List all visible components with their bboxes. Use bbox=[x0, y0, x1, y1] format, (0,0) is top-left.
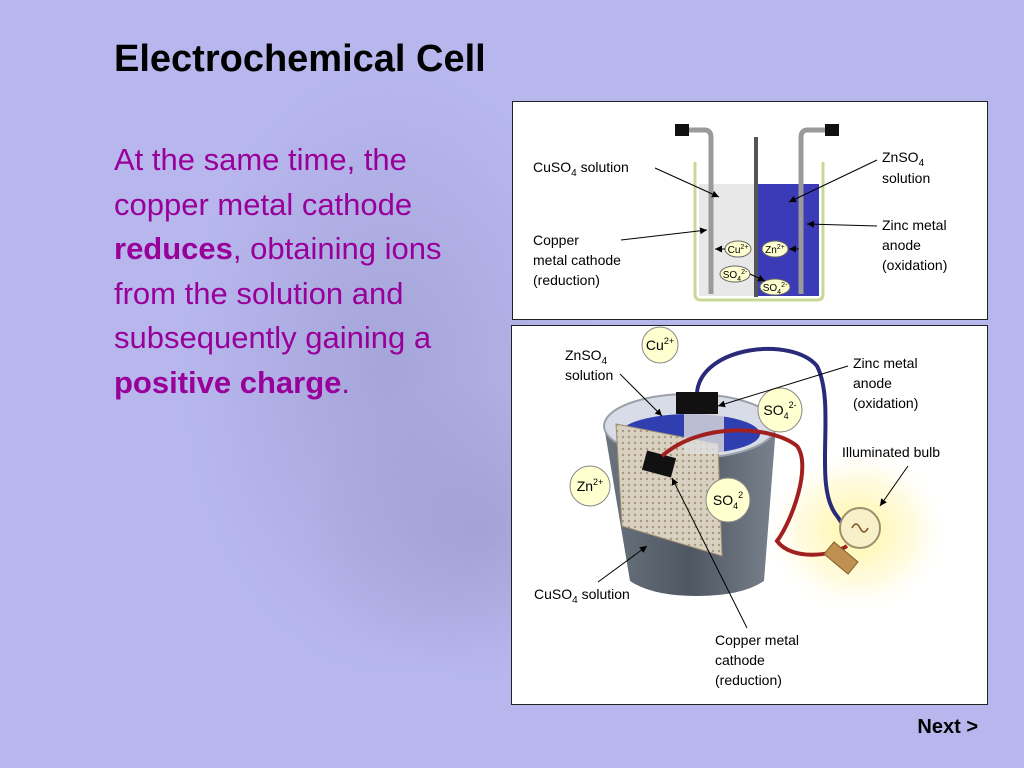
ion-so4-circle bbox=[759, 278, 791, 296]
pointer-line bbox=[654, 167, 720, 198]
ion-so4-label: SO42- bbox=[763, 400, 796, 421]
ion-arrow bbox=[749, 273, 766, 282]
label-zinc-anode: Zinc metal anode (oxidation) bbox=[882, 217, 950, 273]
ion-zn-circle bbox=[761, 240, 789, 258]
label-cuso4-solution: CuSO4 solution bbox=[533, 159, 629, 179]
ion-so4-circle bbox=[757, 387, 803, 433]
top-diagram-panel: Cu2+ Zn2+ SO42- SO42- CuSO4 solution Cop… bbox=[512, 101, 988, 320]
label-copper-cathode: Copper metal cathode (reduction) bbox=[533, 232, 625, 288]
page-title: Electrochemical Cell bbox=[114, 38, 486, 80]
pointer-line bbox=[788, 159, 878, 203]
bulb-base bbox=[823, 541, 859, 575]
bulb-filament bbox=[851, 523, 869, 533]
salt-bridge-divider bbox=[754, 137, 758, 297]
ion-zn-label: Zn2+ bbox=[765, 244, 785, 256]
pointer-line bbox=[620, 227, 708, 241]
body-text: At the same time, the copper metal catho… bbox=[114, 138, 494, 405]
beaker bbox=[693, 162, 825, 302]
terminal-icon bbox=[825, 124, 839, 136]
body-text-part: , obtaining ions from the solution and s… bbox=[114, 231, 442, 355]
copper-electrode bbox=[681, 127, 714, 294]
pointer-line bbox=[619, 373, 663, 417]
pointer-line bbox=[671, 477, 748, 629]
body-text-bold: reduces bbox=[114, 231, 233, 266]
next-button[interactable]: Next > bbox=[917, 716, 978, 738]
body-text-part: At the same time, the copper metal catho… bbox=[114, 142, 413, 222]
label-zinc-anode: Zinc metal anode (oxidation) bbox=[853, 355, 921, 411]
zinc-electrode bbox=[676, 392, 718, 414]
pointer-line bbox=[879, 465, 909, 507]
label-illuminated-bulb: Illuminated bulb bbox=[842, 444, 940, 460]
ion-cu-circle bbox=[641, 326, 679, 364]
ion-zn-label: Zn2+ bbox=[577, 477, 604, 494]
ion-so4-label: SO42- bbox=[763, 282, 788, 296]
ion-cu-label: Cu2+ bbox=[728, 244, 749, 256]
body-text-bold: positive charge bbox=[114, 364, 342, 400]
pointer-line bbox=[806, 220, 878, 228]
ion-so4-circle bbox=[705, 477, 751, 523]
pointer-line bbox=[597, 545, 648, 583]
body-text-part: . bbox=[341, 364, 351, 400]
label-copper-cathode: Copper metal cathode (reduction) bbox=[715, 632, 803, 688]
label-cuso4-solution: CuSO4 solution bbox=[534, 586, 630, 606]
ion-so4-label: SO42 bbox=[713, 490, 743, 511]
ion-zn-circle bbox=[569, 465, 611, 507]
zinc-electrode bbox=[798, 127, 831, 294]
top-diagram: Cu2+ Zn2+ SO42- SO42- CuSO4 solution Cop… bbox=[533, 124, 950, 302]
terminal-icon bbox=[675, 124, 689, 136]
pointer-line bbox=[717, 365, 849, 408]
copper-wire bbox=[660, 428, 849, 557]
ion-so4-label: SO42- bbox=[723, 269, 748, 283]
ion-cu-label: Cu2+ bbox=[646, 336, 674, 353]
copper-clamp bbox=[641, 450, 677, 478]
znso4-solution bbox=[757, 184, 819, 296]
